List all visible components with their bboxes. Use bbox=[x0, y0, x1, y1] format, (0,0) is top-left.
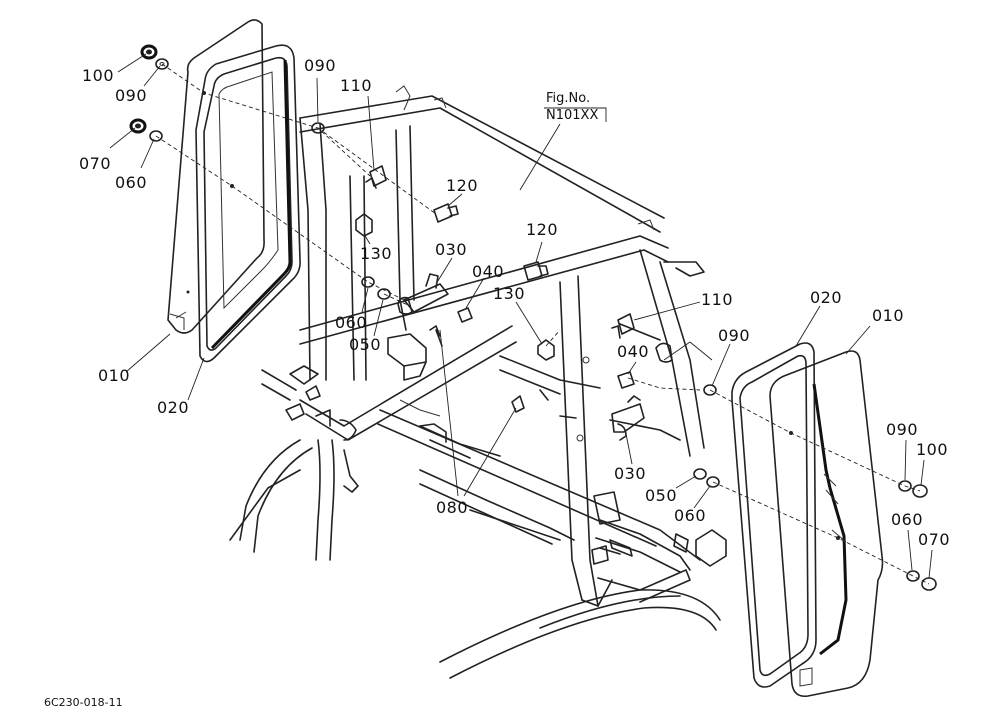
clip-right bbox=[655, 342, 673, 363]
leader-lines bbox=[109, 53, 933, 579]
callout-070-right: 070 bbox=[918, 530, 951, 549]
callout-070-left: 070 bbox=[79, 154, 112, 173]
callout-120-top: 120 bbox=[446, 176, 479, 195]
callout-090-left: 090 bbox=[115, 86, 148, 105]
figure-ref-label: Fig.No. bbox=[546, 91, 591, 106]
nut-130-mid bbox=[537, 339, 555, 361]
callout-010-left: 010 bbox=[98, 366, 131, 385]
bracket-110-left bbox=[365, 165, 387, 189]
figure-ref-number: N101XX bbox=[546, 108, 599, 123]
washer-050-mid bbox=[377, 288, 391, 300]
washer-050-right bbox=[693, 468, 707, 480]
callout-040-right: 040 bbox=[617, 342, 650, 361]
callout-050-right: 050 bbox=[645, 486, 678, 505]
callout-110-top: 110 bbox=[340, 76, 373, 95]
callout-130-left: 130 bbox=[360, 244, 393, 263]
hinge-030-right bbox=[611, 395, 645, 441]
callout-090-right: 090 bbox=[718, 326, 751, 345]
right-washer-090 bbox=[898, 480, 912, 492]
callout-030-right: 030 bbox=[614, 464, 647, 483]
left-window-glass-010 bbox=[167, 19, 265, 334]
bolt-040-right bbox=[617, 371, 635, 389]
hinge-030-left bbox=[397, 273, 449, 315]
left-washer-090 bbox=[155, 58, 169, 70]
callout-020-left: 020 bbox=[157, 398, 190, 417]
callout-060-far-right: 060 bbox=[891, 510, 924, 529]
right-cap-100 bbox=[912, 484, 928, 498]
drawing-code: 6C230-018-11 bbox=[44, 696, 123, 709]
callout-090-far-right: 090 bbox=[886, 420, 919, 439]
washer-060-mid bbox=[361, 276, 375, 288]
callout-130-mid: 130 bbox=[493, 284, 526, 303]
callout-040-top: 040 bbox=[472, 262, 505, 281]
callout-060-left: 060 bbox=[115, 173, 148, 192]
callout-100-left: 100 bbox=[82, 66, 115, 85]
callout-120-mid: 120 bbox=[526, 220, 559, 239]
left-window-seal-020 bbox=[195, 44, 301, 363]
bracket-lower-left bbox=[387, 333, 427, 381]
left-cap-100 bbox=[140, 44, 158, 60]
assembly-guide-lines bbox=[155, 63, 930, 585]
right-window-seal-020 bbox=[731, 342, 817, 688]
right-window-glass-010 bbox=[769, 350, 884, 698]
bolt-040-left bbox=[457, 307, 473, 323]
callout-090-top: 090 bbox=[304, 56, 337, 75]
callout-060-right: 060 bbox=[674, 506, 707, 525]
washer-090-right bbox=[703, 384, 717, 396]
washer-090-top bbox=[311, 122, 325, 134]
left-washer-060 bbox=[149, 130, 163, 142]
callout-050-mid: 050 bbox=[349, 335, 382, 354]
right-washer-060 bbox=[906, 570, 920, 582]
nut-130-left bbox=[355, 213, 373, 237]
bolt-120-left bbox=[433, 203, 459, 223]
callout-100-right: 100 bbox=[916, 440, 949, 459]
bracket-110-right bbox=[611, 313, 635, 339]
bolt-120-mid bbox=[523, 261, 549, 281]
cab-frame bbox=[229, 85, 727, 679]
washer-060-right bbox=[706, 476, 720, 488]
callout-080: 080 bbox=[436, 498, 469, 517]
callout-030-top: 030 bbox=[435, 240, 468, 259]
callout-110-right: 110 bbox=[701, 290, 734, 309]
callout-060-mid: 060 bbox=[335, 313, 368, 332]
left-cap-070 bbox=[129, 118, 147, 134]
callout-020-right: 020 bbox=[810, 288, 843, 307]
callout-010-right: 010 bbox=[872, 306, 905, 325]
